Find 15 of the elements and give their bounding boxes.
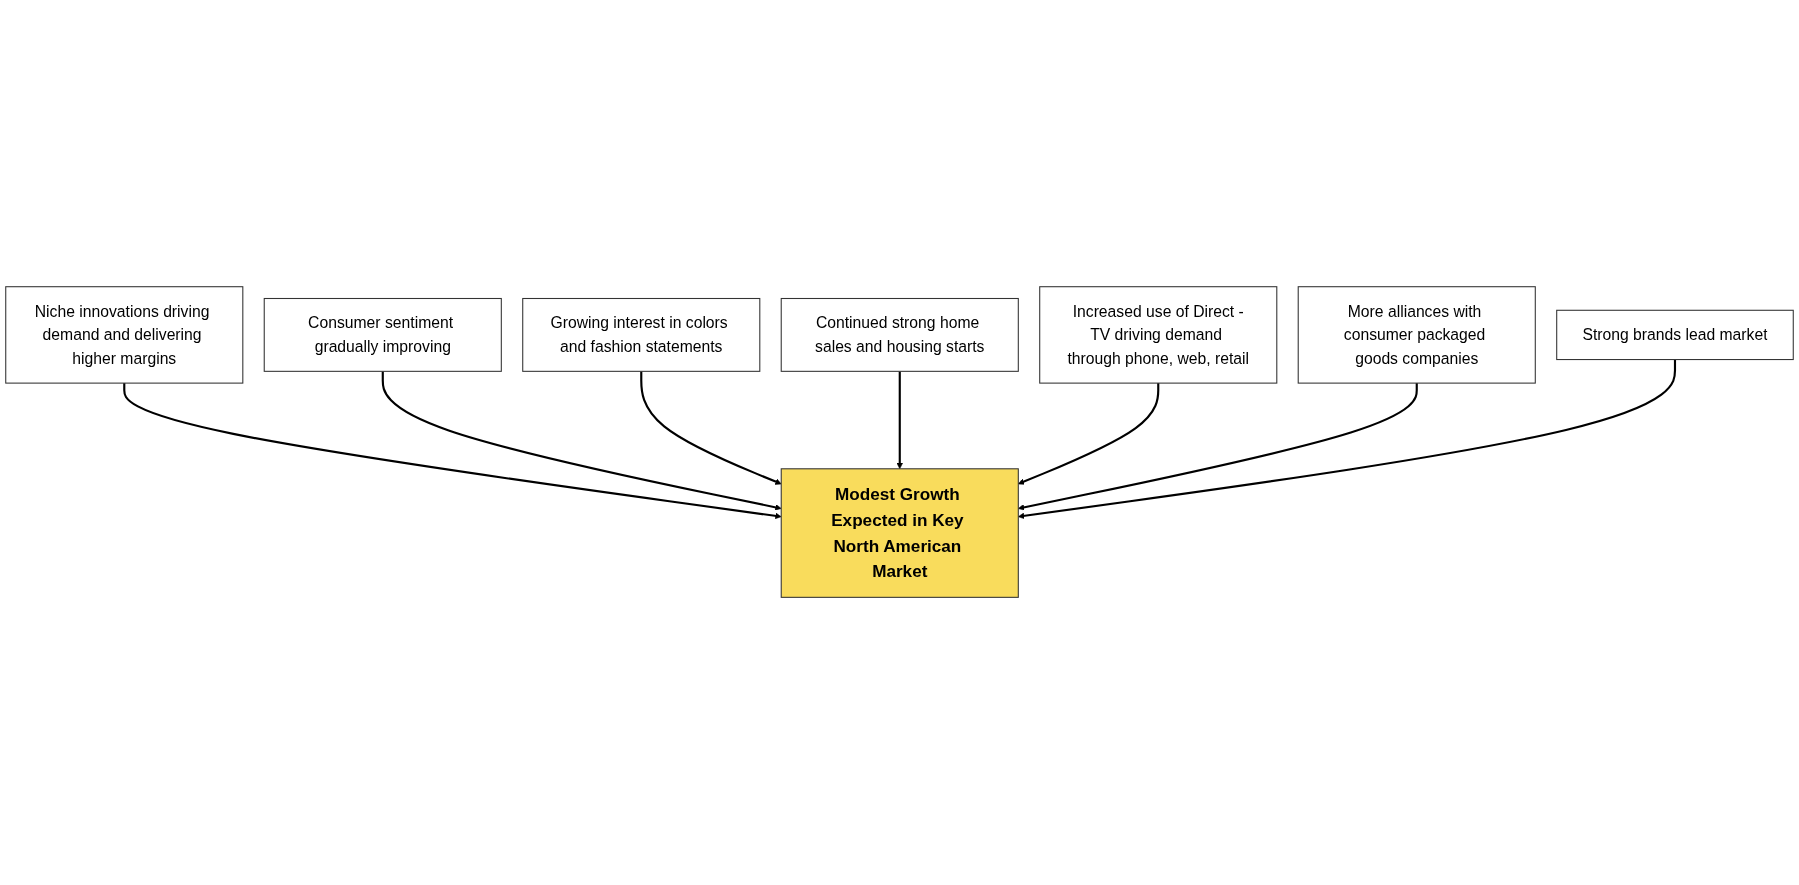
arrow <box>381 371 782 511</box>
node-box: Strong brands lead market <box>1556 310 1794 361</box>
node-box: Growing interest in colors and fashion statements <box>522 298 761 373</box>
node-box: More alliances with consumer packaged goods companies <box>1297 286 1536 385</box>
node-box: Increased use of Direct -TV driving demand through phone, web, retail <box>1039 286 1278 385</box>
arrow <box>1018 383 1418 511</box>
arrow <box>896 371 903 470</box>
arrow <box>1018 360 1677 520</box>
node-box: Consumer sentiment gradually improving <box>263 298 502 373</box>
node-box: Continued strong home sales and housing starts <box>780 298 1019 373</box>
arrow <box>1018 383 1160 486</box>
node-box: Modest Growth Expected in Key North American Market <box>780 468 1019 599</box>
node-box: Niche innovations driving demand and delivering higher margins <box>5 286 244 385</box>
arrow <box>123 383 782 520</box>
arrow <box>640 371 782 486</box>
